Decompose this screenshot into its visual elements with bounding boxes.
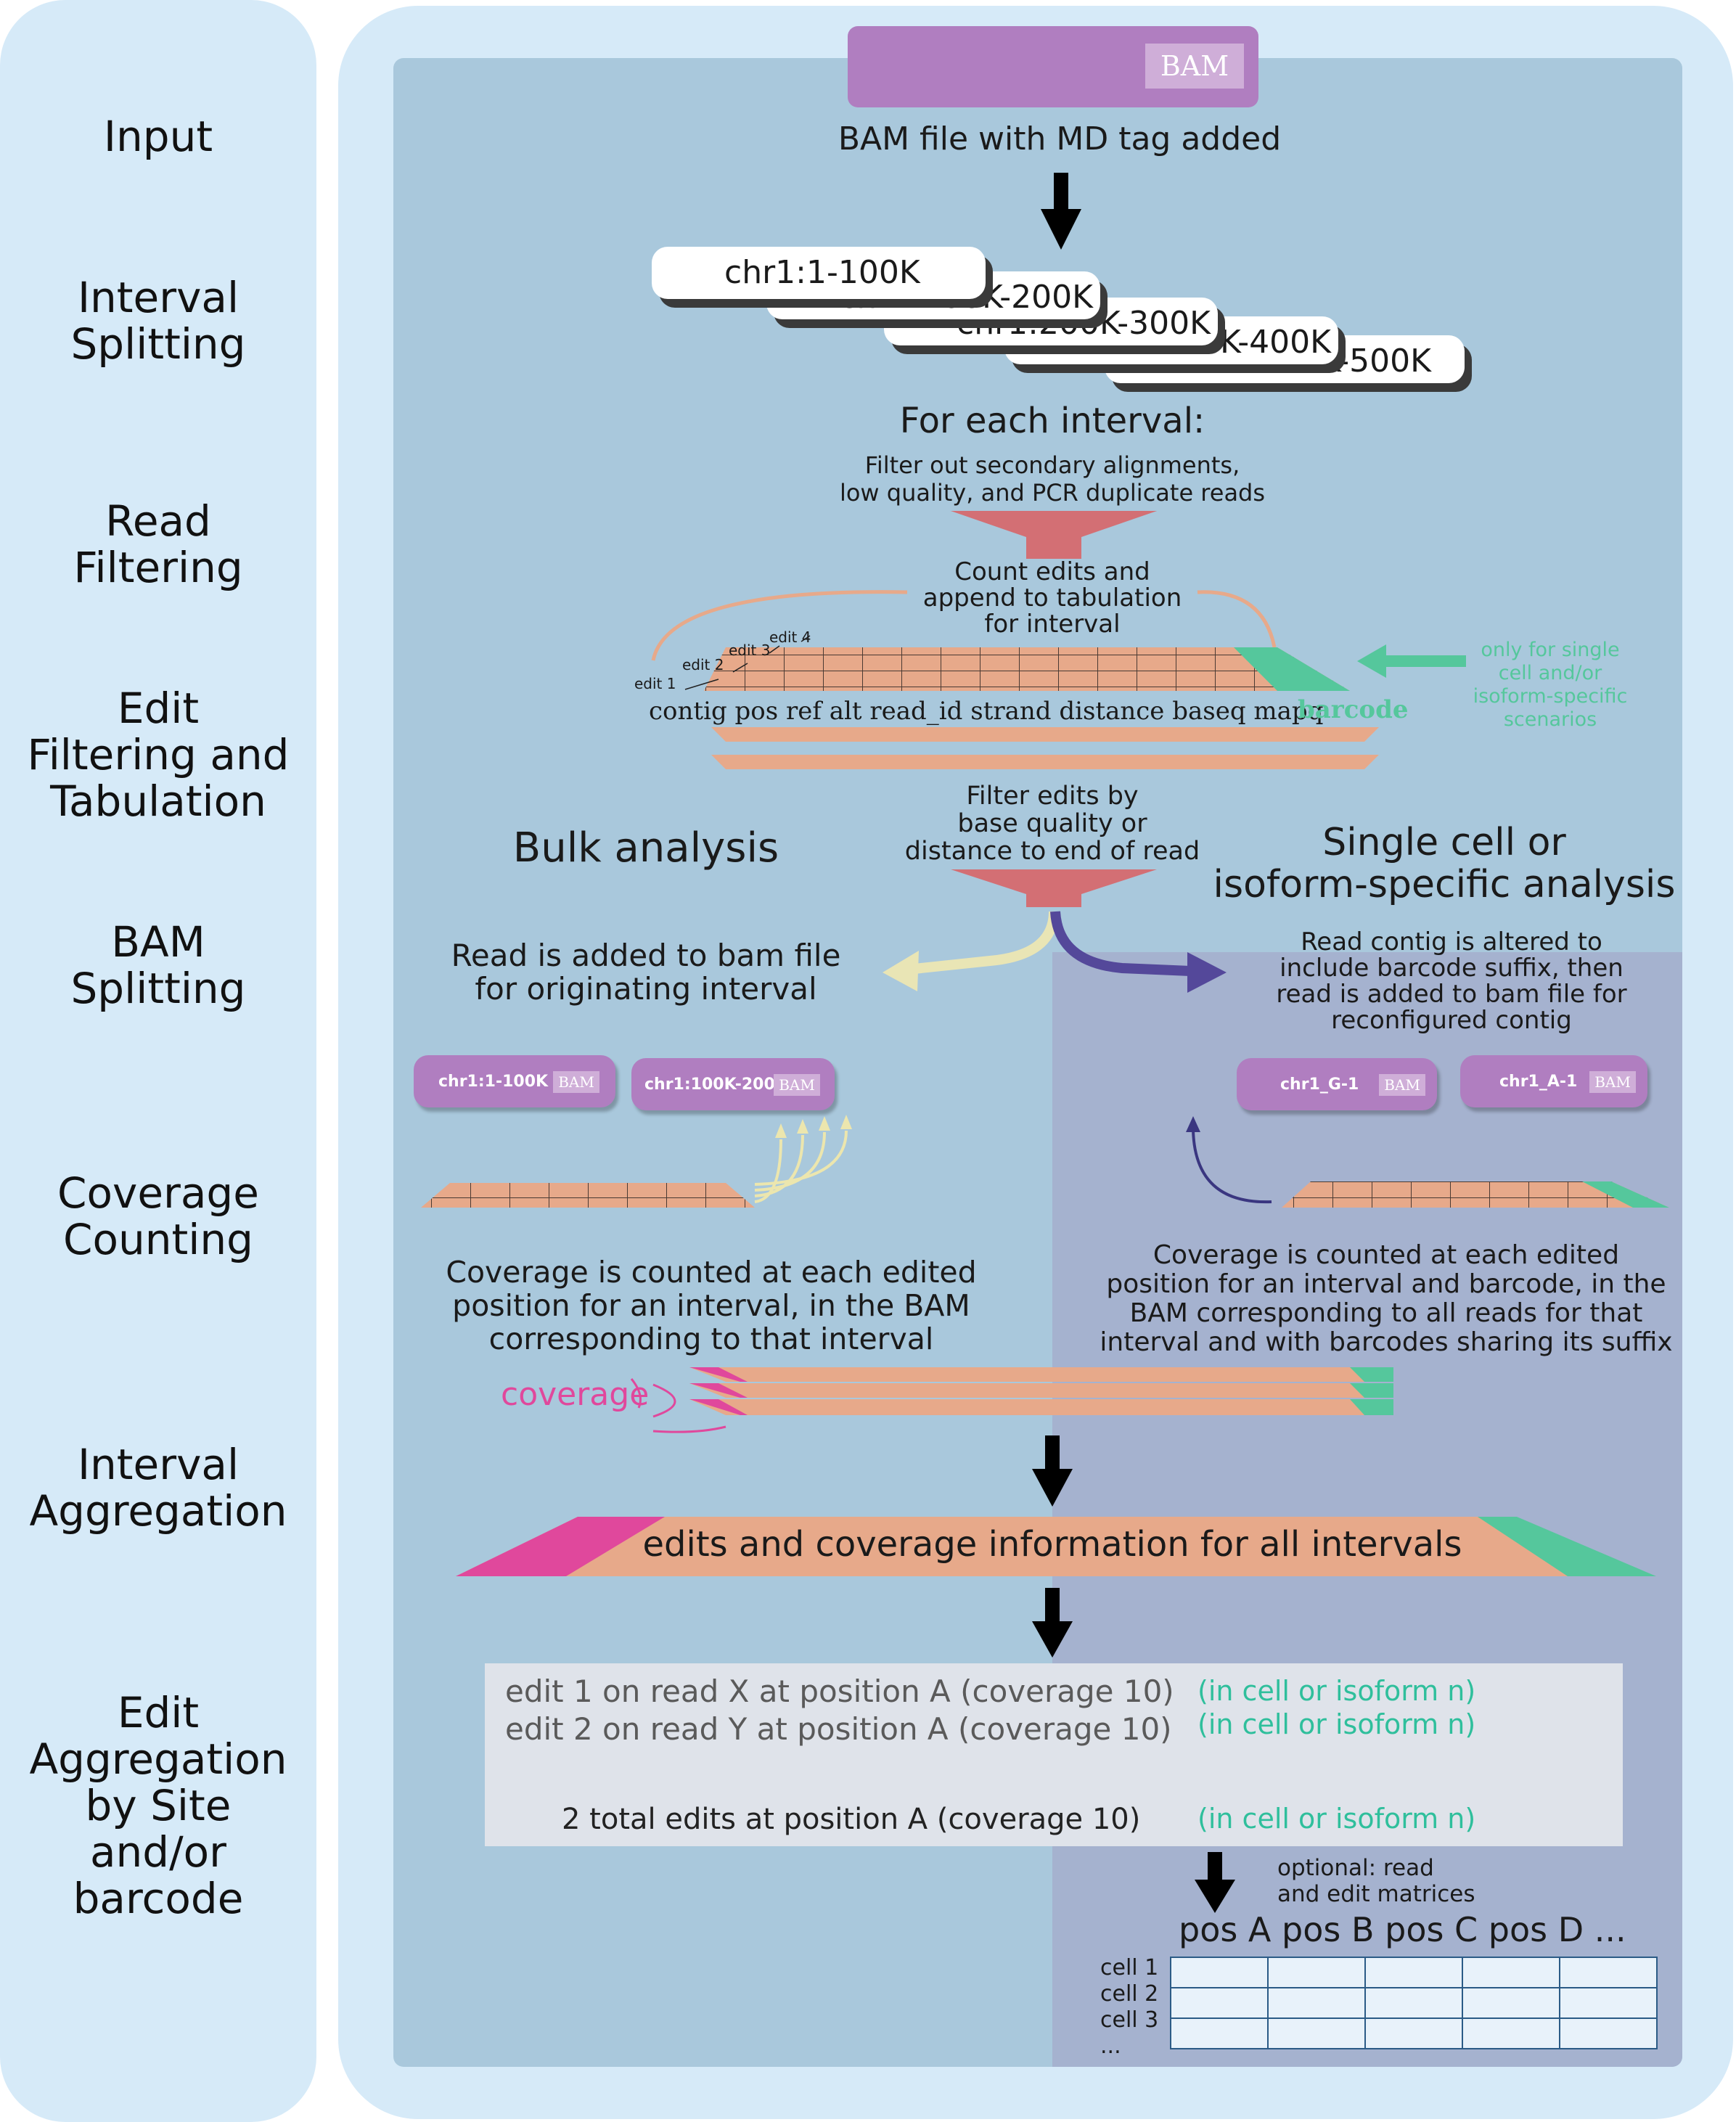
arrow-up-icon bbox=[754, 1130, 848, 1203]
barcode-column: barcode bbox=[1298, 695, 1409, 724]
matrix-row-label: cell 1 bbox=[1100, 1955, 1159, 1980]
single-cell-title: Single cell or isoform-specific analysis bbox=[1213, 821, 1676, 906]
stage-interval-splitting: Interval Splitting bbox=[70, 273, 246, 369]
edit-line: edit 1 on read X at position A (coverage… bbox=[505, 1674, 1174, 1709]
aggregation-band bbox=[456, 1517, 1656, 1576]
stage-edit-filtering: Edit Filtering and Tabulation bbox=[27, 684, 290, 826]
single-cell-bam-file: chr1_G-1 BAM bbox=[1237, 1058, 1437, 1110]
arrow-down-icon bbox=[1041, 173, 1081, 250]
cell-note: (in cell or isoform n) bbox=[1197, 1675, 1476, 1707]
edit-aggregation-box bbox=[485, 1663, 1623, 1846]
bam-name: chr1:100K-200K bbox=[644, 1076, 787, 1094]
arrow-left-icon bbox=[1357, 644, 1466, 678]
table-columns: contig pos ref alt read_id strand distan… bbox=[649, 697, 1324, 726]
single-cell-coverage-grid bbox=[1282, 1181, 1669, 1208]
single-cell-region bbox=[1052, 952, 1682, 2067]
interval-chip: chr1:1-100K bbox=[652, 247, 986, 299]
coverage-label: coverage bbox=[501, 1376, 650, 1413]
bam-tag: BAM bbox=[1379, 1074, 1425, 1096]
bulk-bam-file: chr1:1-100K BAM bbox=[414, 1055, 615, 1107]
edit-label: edit 1 bbox=[634, 675, 676, 692]
coverage-table-stack bbox=[689, 1367, 1393, 1415]
arrow-down-icon bbox=[1032, 1435, 1073, 1507]
bam-name: chr1_A-1 bbox=[1499, 1073, 1578, 1091]
bam-tag: BAM bbox=[1145, 44, 1244, 89]
arrow-left-icon bbox=[883, 951, 919, 991]
bulk-bam-file: chr1:100K-200K BAM bbox=[631, 1058, 835, 1110]
cell-note: (in cell or isoform n) bbox=[1197, 1803, 1476, 1835]
bam-tag: BAM bbox=[774, 1074, 820, 1096]
matrix-header: pos A pos B pos C pos D ... bbox=[1179, 1910, 1626, 1949]
stage-edit-aggregation: Edit Aggregation by Site and/or barcode bbox=[29, 1688, 287, 1923]
arrow-up-icon bbox=[1192, 1128, 1272, 1204]
arrow-right-icon bbox=[1187, 952, 1227, 993]
edit-pointer-lines bbox=[684, 635, 811, 690]
bam-name: chr1_G-1 bbox=[1280, 1076, 1359, 1094]
cell-note: (in cell or isoform n) bbox=[1197, 1708, 1476, 1740]
single-cell-bam-file: chr1_A-1 BAM bbox=[1460, 1055, 1647, 1107]
edit-line: edit 2 on read Y at position A (coverage… bbox=[505, 1711, 1172, 1747]
bulk-coverage-grid bbox=[421, 1183, 755, 1208]
bam-tag: BAM bbox=[553, 1071, 599, 1093]
single-cell-coverage-text: Coverage is counted at each edited posit… bbox=[1100, 1240, 1673, 1357]
count-edits-text: Count edits and append to tabulation for… bbox=[922, 557, 1182, 639]
edit-table-stack bbox=[704, 647, 1379, 769]
edit-filter-text: Filter edits by base quality or distance… bbox=[904, 782, 1200, 866]
stage-bam-splitting: BAM Splitting bbox=[70, 917, 246, 1013]
input-caption: BAM file with MD tag added bbox=[838, 120, 1282, 157]
stage-read-filtering: Read Filtering bbox=[73, 496, 243, 592]
for-each-interval-heading: For each interval: bbox=[899, 401, 1205, 441]
edit-label: edit 4 bbox=[769, 628, 811, 646]
matrix-row-label: ... bbox=[1100, 2033, 1121, 2059]
stage-coverage-counting: Coverage Counting bbox=[57, 1168, 259, 1264]
input-bam-file: BAM bbox=[848, 26, 1258, 107]
bam-name: chr1:1-100K bbox=[438, 1073, 549, 1091]
matrix-row-labels: cell 1 cell 2 cell 3 ... bbox=[1100, 1955, 1158, 2060]
barcode-note: only for single cell and/or isoform-spec… bbox=[1473, 639, 1628, 731]
arrow-down-icon bbox=[1195, 1852, 1235, 1913]
edit-label: edit 2 bbox=[682, 656, 724, 673]
edit-matrix bbox=[1170, 1957, 1658, 2049]
total-edits: 2 total edits at position A (coverage 10… bbox=[562, 1803, 1141, 1836]
stage-input: Input bbox=[103, 112, 213, 161]
bulk-description: Read is added to bam file for originatin… bbox=[451, 938, 841, 1007]
matrices-note: optional: read and edit matrices bbox=[1277, 1855, 1475, 1907]
edit-filter-funnel-icon bbox=[951, 869, 1157, 907]
matrix-row-label: cell 2 bbox=[1100, 1981, 1159, 2007]
read-filter-description: Filter out secondary alignments, low qua… bbox=[839, 451, 1266, 507]
aggregation-label: edits and coverage information for all i… bbox=[642, 1524, 1462, 1565]
stage-labels-panel bbox=[0, 0, 316, 2122]
bulk-analysis-title: Bulk analysis bbox=[512, 824, 779, 872]
arrow-down-icon bbox=[1032, 1588, 1073, 1658]
stage-interval-aggregation: Interval Aggregation bbox=[29, 1440, 287, 1536]
single-cell-description: Read contig is altered to include barcod… bbox=[1276, 927, 1627, 1035]
edit-label: edit 3 bbox=[729, 642, 771, 659]
matrix-row-label: cell 3 bbox=[1100, 2007, 1159, 2033]
bulk-coverage-text: Coverage is counted at each edited posit… bbox=[446, 1255, 977, 1356]
bam-tag: BAM bbox=[1589, 1071, 1636, 1093]
